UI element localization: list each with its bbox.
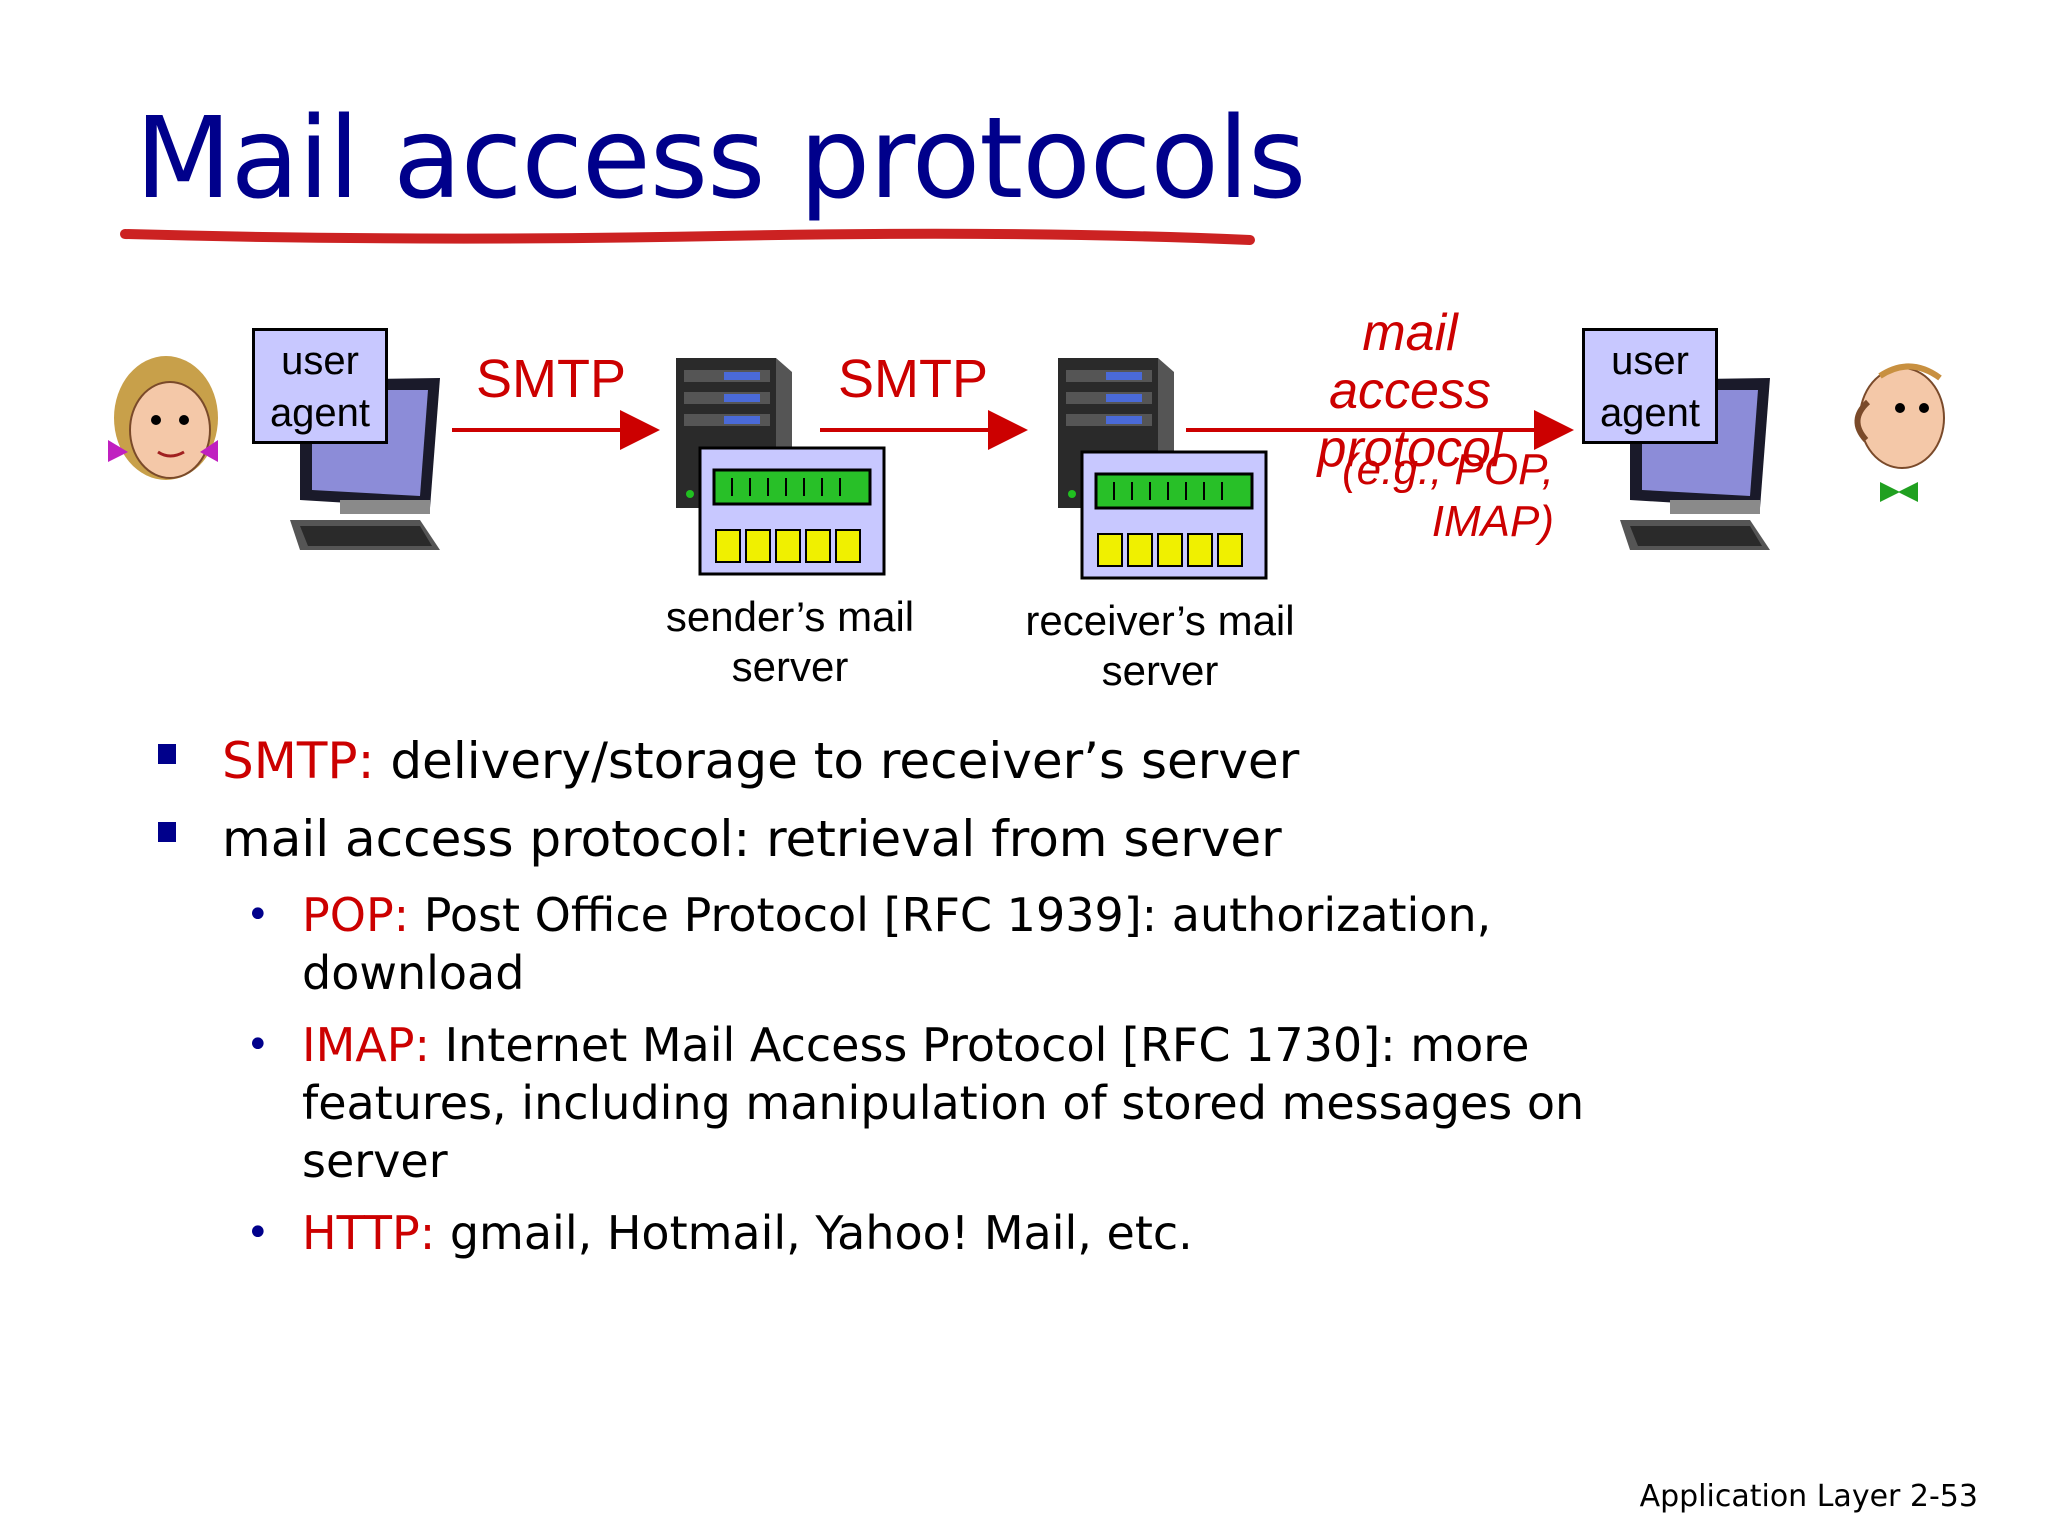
sender-server-line2: server [731, 643, 849, 690]
list-item: • HTTP: gmail, Hotmail, Yahoo! Mail, etc… [150, 1204, 1722, 1262]
bullet-term: IMAP: [302, 1018, 430, 1072]
right-user-agent-box: user agent [1582, 328, 1718, 444]
bullet-term: HTTP: [302, 1206, 436, 1260]
woman-avatar-icon [108, 356, 218, 480]
bullet-text: mail access protocol: retrieval from ser… [222, 810, 1282, 868]
bullet-marker [158, 744, 176, 764]
bullet-list: SMTP: delivery/storage to receiver’s ser… [150, 730, 2000, 1276]
receiver-server-label: receiver’s mail server [1000, 596, 1320, 696]
list-item: mail access protocol: retrieval from ser… [150, 808, 2000, 870]
bullet-text: delivery/storage to receiver’s server [374, 732, 1300, 790]
slide-footer: Application Layer 2-53 [1639, 1479, 1978, 1514]
receiver-server-line2: server [1101, 647, 1219, 694]
example-protocols-line2: IMAP) [1431, 497, 1554, 546]
mailbox-icon [698, 446, 886, 576]
example-protocols-line1: (e.g., POP, [1342, 445, 1554, 494]
sender-server-label: sender’s mail server [640, 592, 940, 692]
sub-bullet-marker: • [246, 1022, 270, 1068]
smtp-label-middle: SMTP [838, 349, 989, 409]
bullet-text: Post Office Protocol [RFC 1939]: authori… [302, 888, 1492, 1000]
mailbox-icon [1080, 450, 1268, 580]
page-title: Mail access protocols [135, 94, 1306, 224]
smtp-label-left: SMTP [476, 349, 627, 409]
left-user-agent-box: user agent [252, 328, 388, 444]
sub-bullet-marker: • [246, 1210, 270, 1256]
example-protocols-label: (e.g., POP, IMAP) [1300, 444, 1554, 548]
list-item: SMTP: delivery/storage to receiver’s ser… [150, 730, 2000, 792]
man-avatar-icon [1854, 363, 1945, 502]
list-item: • POP: Post Office Protocol [RFC 1939]: … [150, 886, 1722, 1002]
sub-bullet-marker: • [246, 892, 270, 938]
bullet-text: Internet Mail Access Protocol [RFC 1730]… [302, 1018, 1585, 1188]
bullet-term: SMTP: [222, 732, 375, 790]
title-underline [120, 228, 1255, 245]
bullet-term: POP: [302, 888, 410, 942]
mail-flow-diagram: user agent user agent SMTP SMTP mail acc… [0, 0, 2048, 720]
sender-server-line1: sender’s mail [665, 593, 915, 640]
receiver-server-line1: receiver’s mail [1025, 597, 1295, 644]
list-item: • IMAP: Internet Mail Access Protocol [R… [150, 1016, 1722, 1190]
bullet-text: gmail, Hotmail, Yahoo! Mail, etc. [435, 1206, 1193, 1260]
mail-access-protocol-label: mail access protocol [1317, 304, 1503, 478]
bullet-marker [158, 822, 176, 842]
